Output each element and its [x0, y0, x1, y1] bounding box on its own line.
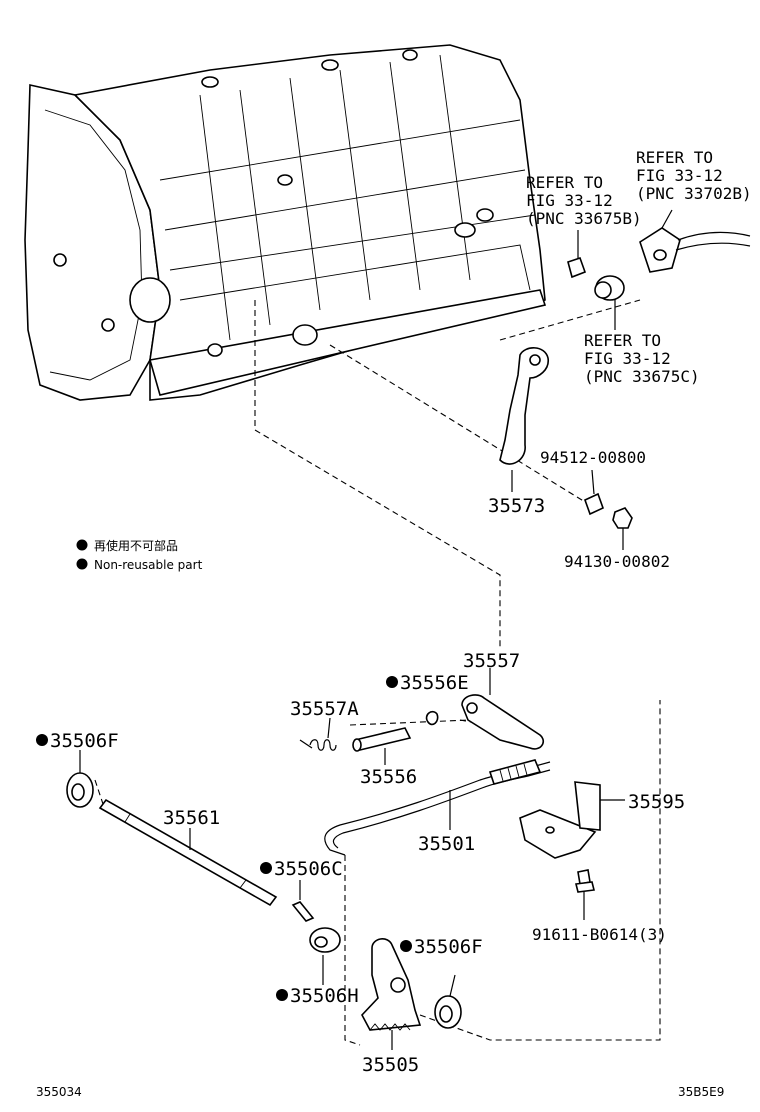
part-label-35506f-b: 35506F	[414, 936, 483, 958]
legend-bullet-cn	[76, 539, 88, 551]
pin-35556	[352, 727, 412, 765]
refer-label-33702b-line1: REFER TO	[636, 148, 713, 167]
spring-35557a	[299, 717, 337, 751]
bushing-33675b	[567, 230, 587, 279]
non-reusable-bullet-35506h	[276, 989, 288, 1001]
nut-94130	[612, 507, 633, 550]
bushing-35506h	[309, 927, 341, 985]
non-reusable-bullet-35506c	[260, 862, 272, 874]
legend-bullet-en	[76, 558, 88, 570]
bushing-33675c	[594, 275, 625, 330]
legend-text-en: Non-reusable part	[94, 558, 203, 572]
refer-label-33675c-line3: (PNC 33675C)	[584, 367, 700, 386]
lever-35557	[461, 668, 545, 750]
part-label-35506h: 35506H	[290, 985, 359, 1007]
cable-35501	[324, 759, 551, 856]
refer-label-33675b-line3: (PNC 33675B)	[526, 209, 642, 228]
transmission-housing	[24, 44, 547, 401]
refer-label-33702b-line2: FIG 33-12	[636, 166, 723, 185]
part-label-94130-00802: 94130-00802	[564, 552, 670, 571]
part-label-35505: 35505	[362, 1054, 419, 1076]
non-reusable-bullet-35556e	[386, 676, 398, 688]
cable-end-33702b	[639, 209, 751, 273]
bracket-35595	[519, 781, 625, 859]
oil-seal-35506f-b	[434, 974, 462, 1029]
part-label-35573: 35573	[488, 495, 545, 517]
bolt-91611	[575, 869, 595, 920]
part-label-35506c: 35506C	[274, 858, 343, 880]
non-reusable-bullet-35506f-a	[36, 734, 48, 746]
part-label-91611-b0614: 91611-B0614(3)	[532, 925, 667, 944]
refer-label-33675c-line2: FIG 33-12	[584, 349, 671, 368]
labels: REFER TO FIG 33-12 (PNC 33675B) REFER TO…	[36, 148, 752, 1099]
part-label-35501: 35501	[418, 833, 475, 855]
part-label-35506f-a: 35506F	[50, 730, 119, 752]
refer-label-33702b-line3: (PNC 33702B)	[636, 184, 752, 203]
part-label-35561: 35561	[163, 807, 220, 829]
refer-label-33675b-line2: FIG 33-12	[526, 191, 613, 210]
refer-label-33675c-line1: REFER TO	[584, 331, 661, 350]
figure-code-right: 35B5E9	[678, 1085, 724, 1099]
part-label-94512-00800: 94512-00800	[540, 448, 646, 467]
shaft-35561	[98, 798, 278, 907]
legend-text-cn: 再使用不可部品	[94, 538, 178, 553]
e-ring-35556e	[425, 710, 439, 726]
pin-35506c	[291, 880, 315, 922]
part-label-35595: 35595	[628, 791, 685, 813]
washer-94512	[584, 469, 604, 516]
lever-35505	[361, 938, 422, 1050]
part-label-35557: 35557	[463, 650, 520, 672]
non-reusable-bullet-35506f-b	[400, 940, 412, 952]
part-label-35557a: 35557A	[290, 698, 359, 720]
refer-label-33675b-line1: REFER TO	[526, 173, 603, 192]
figure-code-left: 355034	[36, 1085, 82, 1099]
part-label-35556: 35556	[360, 766, 417, 788]
part-label-35556e: 35556E	[400, 672, 469, 694]
oil-seal-35506f-a	[66, 750, 94, 808]
lever-35573	[499, 347, 549, 492]
